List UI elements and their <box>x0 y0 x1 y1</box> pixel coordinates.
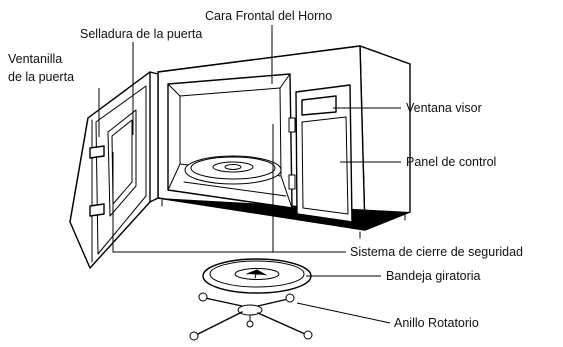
label-door-window-line2: de la puerta <box>8 70 74 84</box>
rotating-ring <box>189 292 313 341</box>
cavity-glass-tray <box>184 155 282 185</box>
label-control-panel: Panel de control <box>406 155 496 169</box>
leader-safety-lock <box>112 124 346 253</box>
label-door-seal: Selladura de la puerta <box>80 27 202 41</box>
labels: Cara Frontal del Horno Selladura de la p… <box>8 9 523 330</box>
label-door-window-line1: Ventanilla <box>8 52 62 66</box>
control-panel <box>288 84 353 223</box>
label-viewing-window: Ventana visor <box>406 101 482 115</box>
label-rotating-ring: Anillo Rotatorio <box>394 316 479 330</box>
leader-lines <box>98 25 401 324</box>
label-oven-front: Cara Frontal del Horno <box>205 9 332 23</box>
leader-rotating-ring <box>296 302 391 324</box>
label-safety-lock: Sistema de cierre de seguridad <box>350 245 523 259</box>
label-turntable: Bandeja giratoria <box>386 269 481 283</box>
turntable-tray <box>202 258 312 294</box>
microwave-door <box>69 71 159 269</box>
